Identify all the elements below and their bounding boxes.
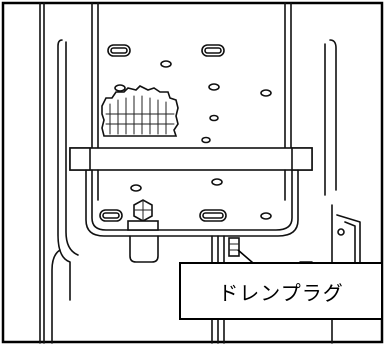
slot [107,44,131,57]
lower-bracket [85,169,299,263]
hex-bolt [127,199,159,231]
gear [101,85,179,137]
slot [201,44,225,57]
rear-bracket [39,2,337,344]
shaft [69,147,313,171]
drain-plug-label: ドレンプラグ [179,262,383,320]
